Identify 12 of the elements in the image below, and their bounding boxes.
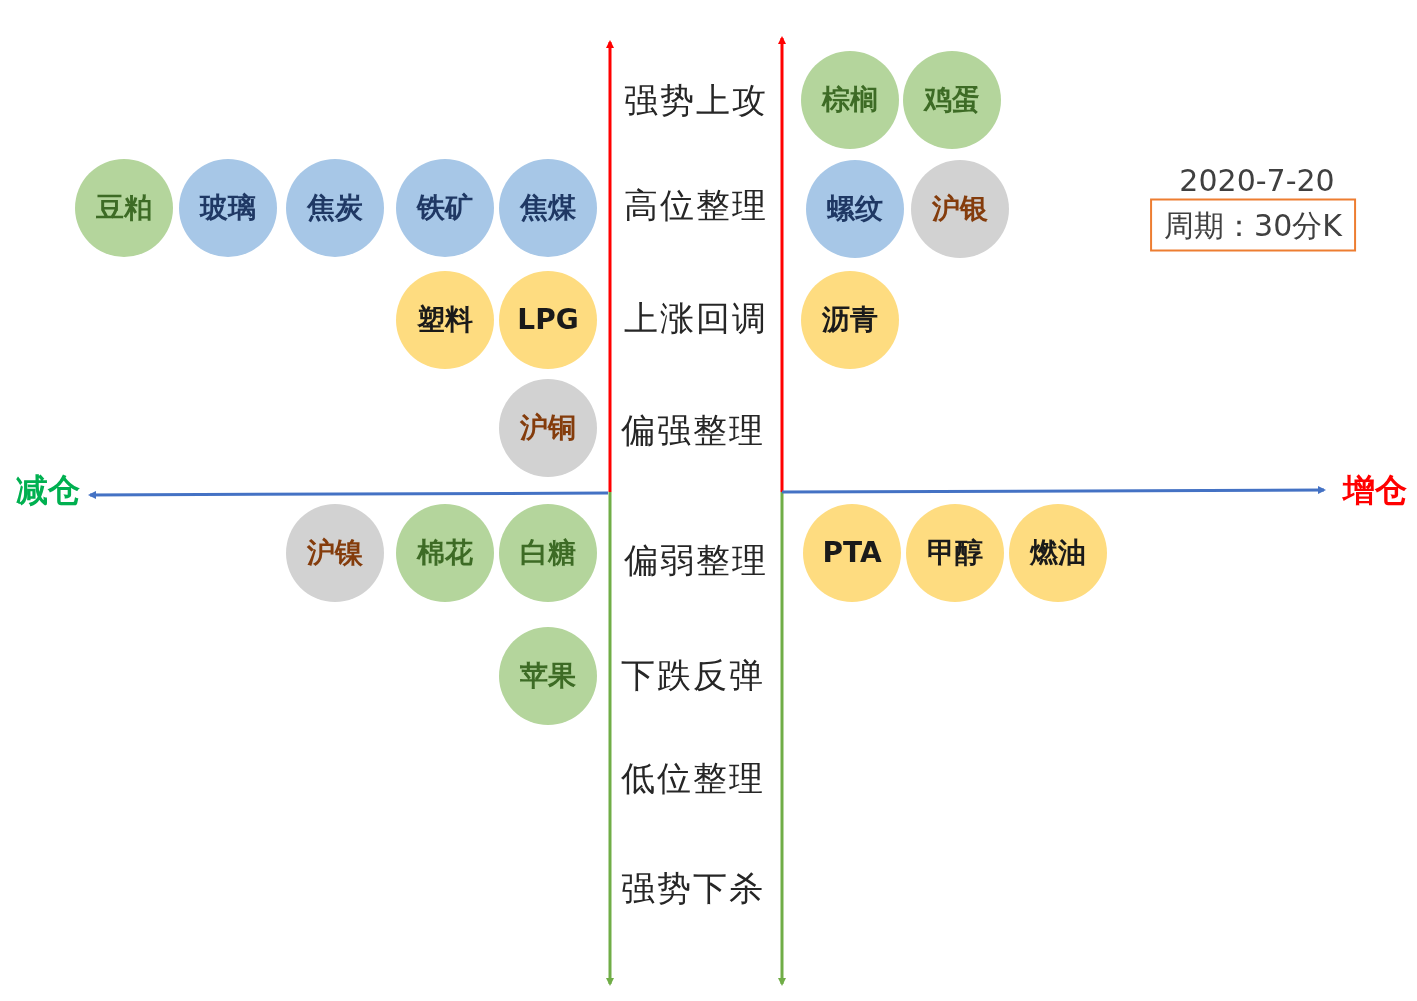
trend-label: 强势上攻	[624, 78, 768, 122]
period-box: 周期：30分K	[1150, 198, 1356, 252]
trend-label: 强势下杀	[621, 866, 765, 910]
trend-label: 低位整理	[621, 756, 765, 800]
trend-label: 高位整理	[624, 183, 768, 227]
axis-label: 减仓	[16, 470, 80, 511]
trend-label: 偏弱整理	[624, 538, 768, 582]
date-label: 2020-7-20	[1179, 161, 1335, 200]
trend-label: 上涨回调	[624, 296, 768, 340]
axis-label: 增仓	[1343, 470, 1407, 511]
trend-label: 下跌反弹	[621, 653, 765, 697]
trend-label: 偏强整理	[621, 408, 765, 452]
